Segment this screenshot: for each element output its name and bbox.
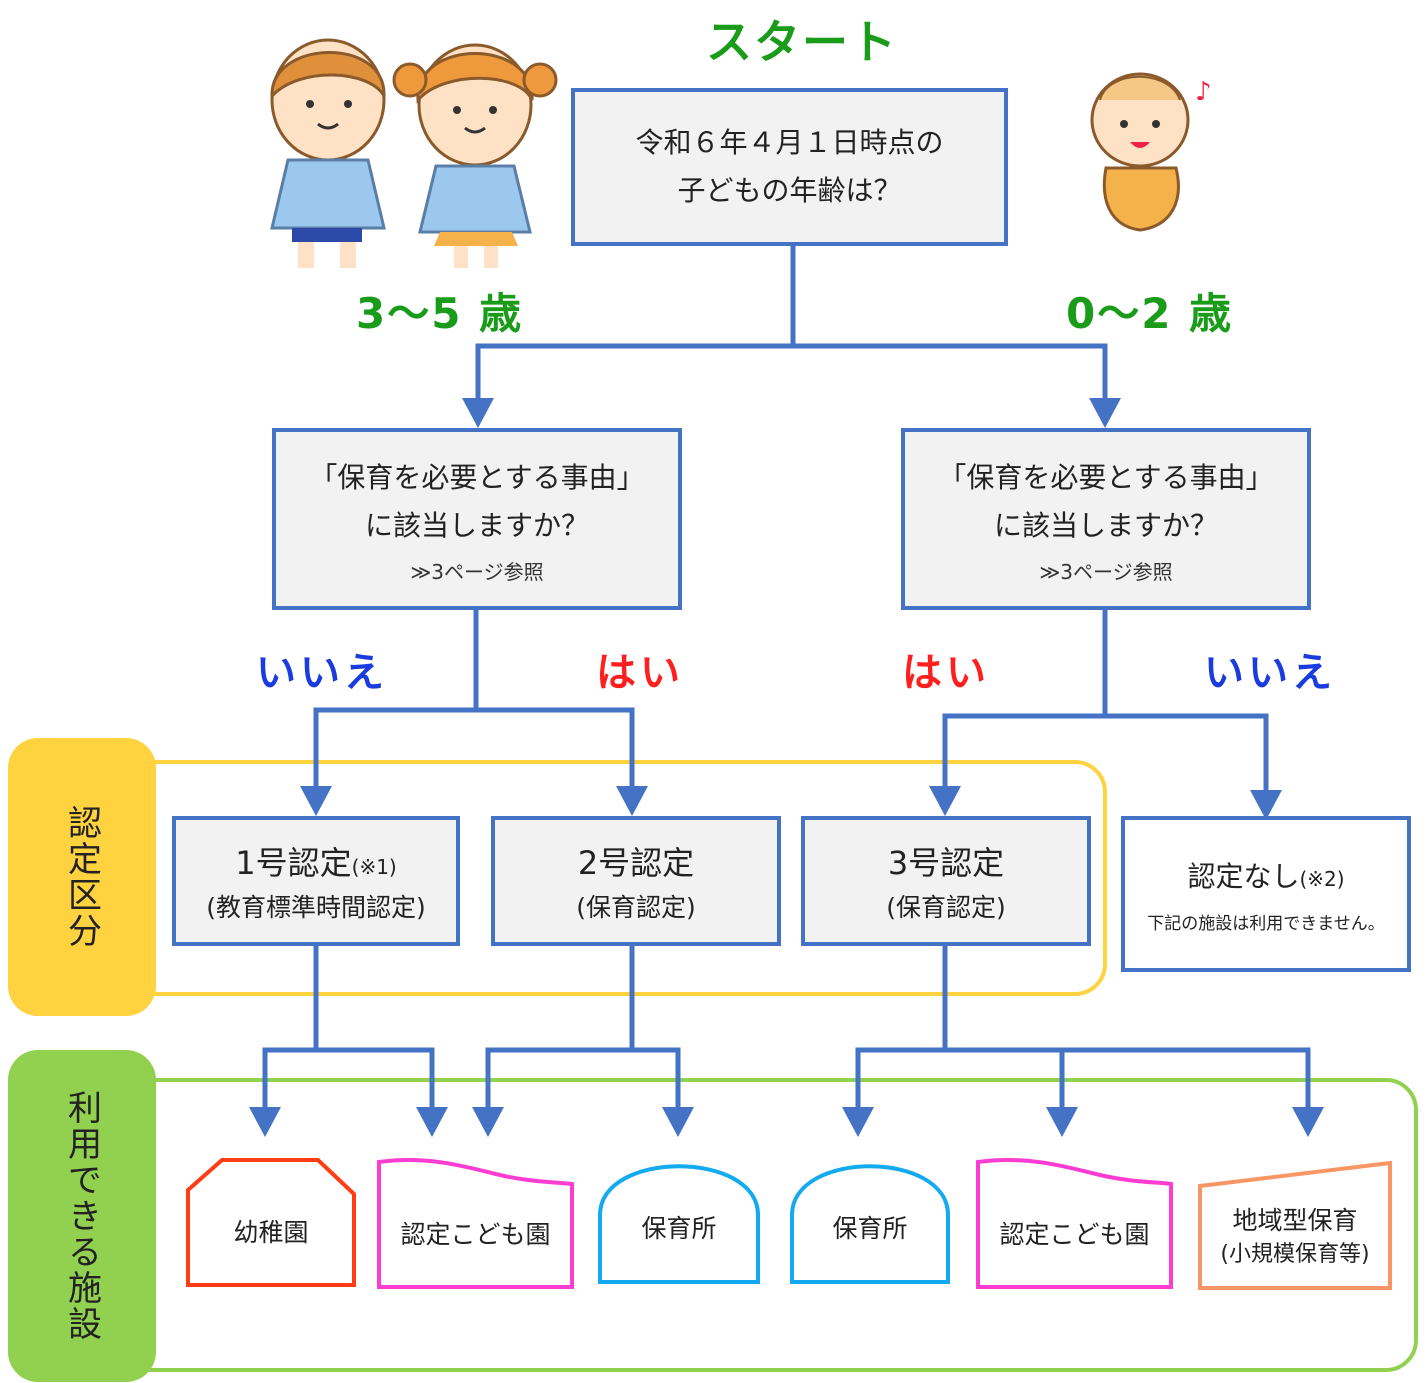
svg-text:♪: ♪ <box>1195 77 1212 107</box>
need-question-line1: 「保育を必要とする事由」 <box>309 460 645 494</box>
no-cert-title: 認定なし <box>1187 859 1300 893</box>
hoikusho-shape-2 <box>790 1164 950 1284</box>
need-question-line2: に該当しますか？ <box>993 508 1218 542</box>
cert1-box: 1号認定(※1) (教育標準時間認定) <box>172 816 460 946</box>
age-label-3-5: 3～5 歳 <box>356 289 524 338</box>
cert2-sub: (保育認定) <box>576 893 696 922</box>
arrow-to-chiiki <box>1292 1107 1324 1137</box>
need-question-line1: 「保育を必要とする事由」 <box>938 460 1274 494</box>
no-cert-box: 認定なし(※2) 下記の施設は利用できません。 <box>1121 816 1411 972</box>
arrow-to-hoikusho-2 <box>842 1107 874 1137</box>
facility-chiiki-line1: 地域型保育 <box>1232 1206 1358 1235</box>
facility-chiiki-line2: (小規模保育等) <box>1220 1242 1370 1267</box>
line-cert3-facilities <box>855 944 1311 1107</box>
cert3-title: 3号認定 <box>887 844 1005 882</box>
answer-no-left: いいえ <box>256 650 388 696</box>
need-question-line2: に該当しますか？ <box>364 508 589 542</box>
need-question-box-right: 「保育を必要とする事由」 に該当しますか？ ≫3ページ参照 <box>901 428 1311 610</box>
kodomoen-shape-1 <box>377 1158 574 1289</box>
age-label-0-2: 0～2 歳 <box>1066 289 1234 338</box>
facility-kodomoen-1: 認定こども園 <box>400 1220 551 1249</box>
facility-kodomoen-2: 認定こども園 <box>999 1220 1150 1249</box>
arrow-to-kodomoen-3 <box>1046 1107 1078 1137</box>
facility-chiiki: 地域型保育 (小規模保育等) <box>1200 1204 1390 1272</box>
start-question-line1: 令和６年４月１日時点の <box>635 126 944 159</box>
arrow-to-left-question <box>462 398 494 428</box>
line-cert1-facilities <box>262 944 435 1107</box>
cert1-title: 1号認定 <box>235 844 352 882</box>
facilities-tab: 利用できる施設 <box>8 1050 156 1382</box>
line-left-split <box>313 608 635 786</box>
start-question-line2: 子どもの年齢は？ <box>677 174 902 207</box>
no-cert-note: (※2) <box>1299 866 1345 891</box>
arrow-to-right-question <box>1089 398 1121 428</box>
answer-no-right: いいえ <box>1204 650 1336 696</box>
arrow-to-kodomoen-1 <box>416 1107 448 1137</box>
need-question-box-left: 「保育を必要とする事由」 に該当しますか？ ≫3ページ参照 <box>272 428 682 610</box>
cert2-title: 2号認定 <box>577 844 695 882</box>
arrow-to-hoikusho-1 <box>662 1107 694 1137</box>
answer-yes-left: はい <box>596 650 684 696</box>
girl-illustration <box>392 43 558 268</box>
cert3-sub: (保育認定) <box>886 893 1006 922</box>
cert3-box: 3号認定 (保育認定) <box>801 816 1091 946</box>
cert1-note: (※1) <box>351 855 397 879</box>
facilities-label: 利用できる施設 <box>61 1090 102 1342</box>
answer-yes-right: はい <box>902 650 990 696</box>
start-question-box: 令和６年４月１日時点の 子どもの年齢は？ <box>571 88 1008 246</box>
no-cert-sub: 下記の施設は利用できません。 <box>1147 913 1385 934</box>
kindergarten-shape <box>186 1158 356 1287</box>
baby-illustration: ♪ <box>1090 72 1212 232</box>
arrow-to-cert3 <box>929 786 961 816</box>
facility-kindergarten: 幼稚園 <box>233 1218 309 1247</box>
kodomoen-shape-2 <box>976 1158 1173 1289</box>
page-reference: ≫3ページ参照 <box>410 559 544 584</box>
line-right-split <box>942 608 1269 790</box>
arrow-to-kodomoen-2 <box>472 1107 504 1137</box>
page-reference: ≫3ページ参照 <box>1039 559 1173 584</box>
arrow-to-no-cert <box>1250 790 1282 820</box>
arrow-to-cert1 <box>300 786 332 816</box>
chiiki-shape <box>1198 1160 1392 1290</box>
boy-illustration <box>270 38 386 268</box>
cert2-box: 2号認定 (保育認定) <box>491 816 781 946</box>
line-cert2-facilities <box>485 944 681 1107</box>
line-start-split <box>475 244 1108 398</box>
hoikusho-shape-1 <box>598 1164 760 1284</box>
start-label: スタート <box>706 15 898 69</box>
facility-hoikusho-1: 保育所 <box>641 1214 717 1243</box>
arrow-to-kindergarten <box>249 1107 281 1137</box>
arrow-to-cert2 <box>616 786 648 816</box>
certification-tab: 認定区分 <box>8 738 156 1016</box>
facility-hoikusho-2: 保育所 <box>832 1214 908 1243</box>
cert1-sub: (教育標準時間認定) <box>206 893 426 922</box>
certification-label: 認定区分 <box>61 805 102 949</box>
